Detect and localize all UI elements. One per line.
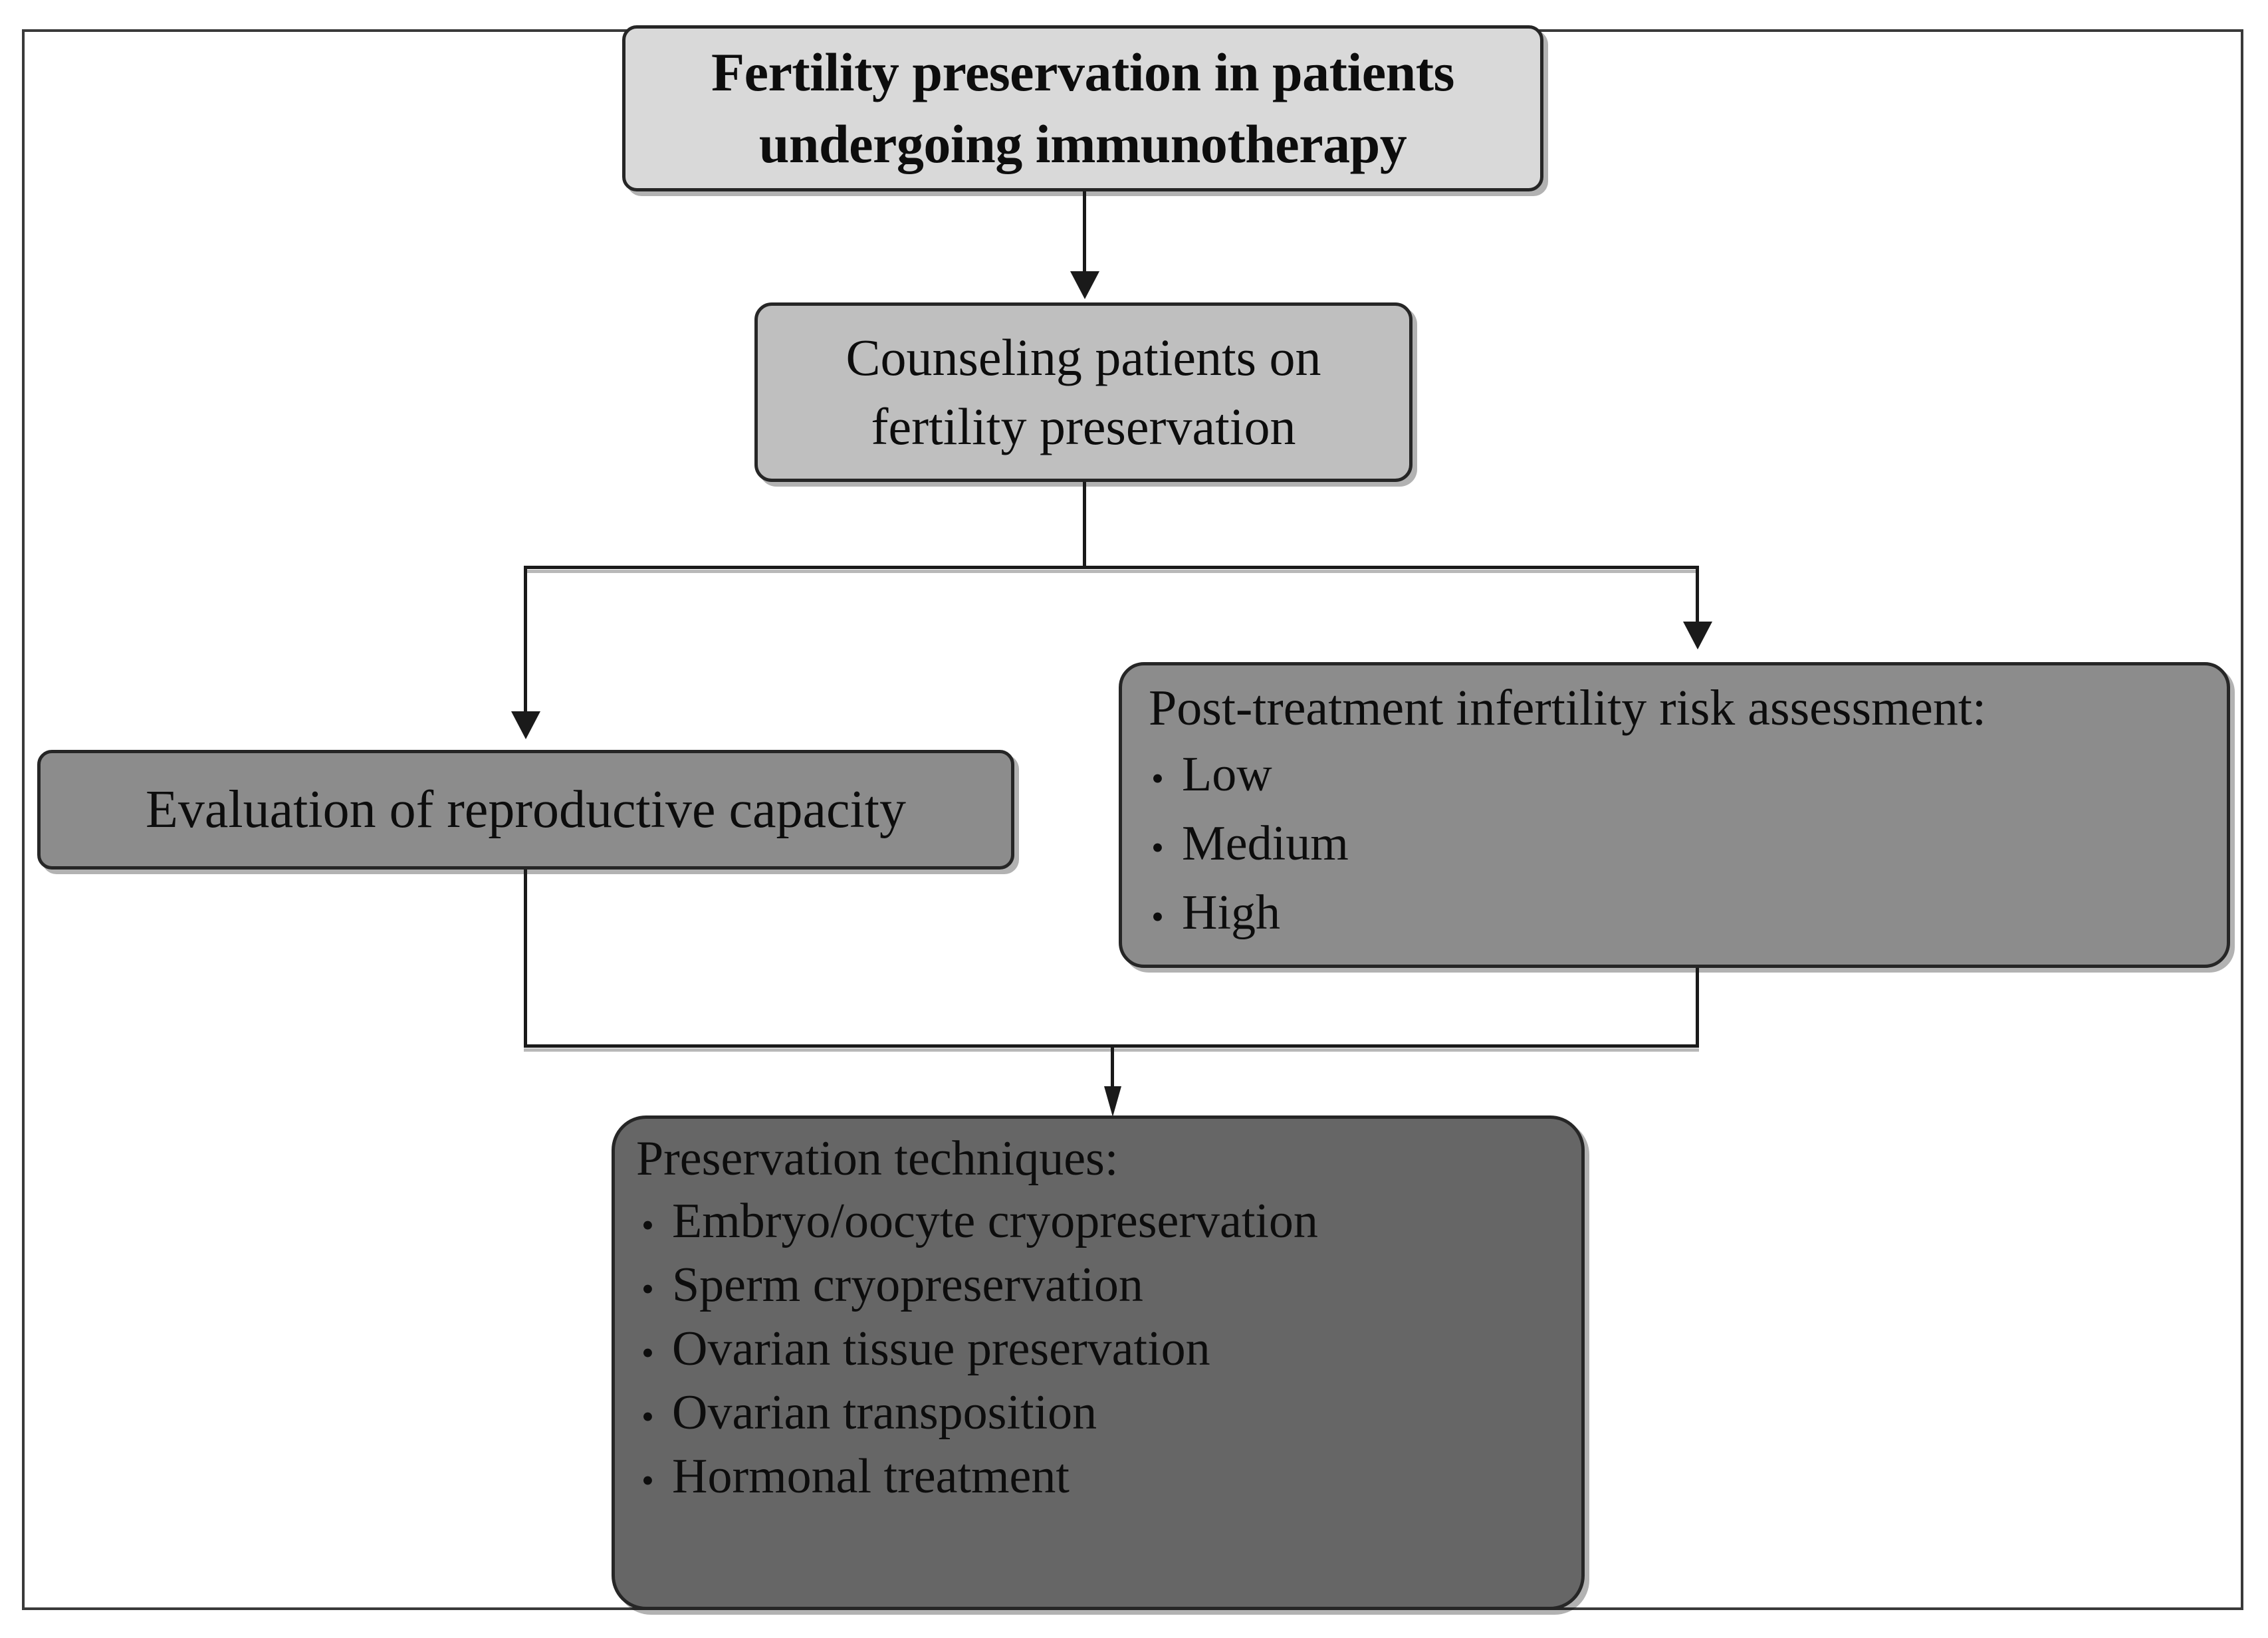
node-risk-bullet-list: • Low • Medium • High [1142, 740, 2207, 947]
connector-counseling-stem [1083, 482, 1086, 567]
node-risk-item-label: High [1182, 885, 1280, 940]
node-preservation-heading: Preservation techniques: [636, 1131, 1119, 1186]
connector-split-right-drop [1696, 566, 1699, 626]
node-risk-item-label: Low [1182, 747, 1272, 802]
connector-title-to-counseling [1083, 191, 1086, 278]
node-post-treatment-infertility-risk-assessment: Post-treatment infertility risk assessme… [1119, 662, 2230, 968]
node-evaluation-of-reproductive-capacity: Evaluation of reproductive capacity [37, 750, 1014, 870]
node-preservation-bullet-list: • Embryo/oocyte cryopreservation • Sperm… [632, 1189, 1564, 1508]
list-item: • Ovarian transposition [632, 1381, 1564, 1445]
list-item: • Ovarian tissue preservation [632, 1317, 1564, 1381]
node-preservation-item-label: Sperm cryopreservation [672, 1258, 1143, 1312]
node-title-line-2: undergoing immunotherapy [758, 114, 1407, 174]
node-title-line-1: Fertility preservation in patients [711, 42, 1454, 102]
node-counseling-line-2: fertility preservation [871, 398, 1296, 455]
list-item: • Hormonal treatment [632, 1445, 1564, 1508]
list-item: • High [1142, 878, 2207, 947]
connector-split-left-drop [524, 566, 527, 713]
bullet-dot-icon: • [1151, 897, 1164, 937]
node-preservation-item-label: Embryo/oocyte cryopreservation [672, 1194, 1318, 1248]
bullet-dot-icon: • [641, 1461, 654, 1500]
list-item: • Embryo/oocyte cryopreservation [632, 1189, 1564, 1253]
node-title-fertility-preservation: Fertility preservation in patients under… [622, 25, 1543, 191]
node-counseling-on-fertility-preservation: Counseling patients on fertility preserv… [754, 302, 1413, 482]
connector-merge-to-preservation [1111, 1044, 1114, 1092]
bullet-dot-icon: • [641, 1397, 654, 1437]
node-counseling-line-1: Counseling patients on [846, 328, 1321, 386]
bullet-dot-icon: • [641, 1205, 654, 1245]
arrowhead-to-evaluation [511, 711, 540, 739]
connector-risk-to-merge [1696, 968, 1699, 1048]
node-preservation-item-label: Ovarian transposition [672, 1385, 1097, 1440]
bullet-dot-icon: • [1151, 759, 1164, 798]
arrowhead-to-risk-assessment [1683, 622, 1712, 649]
node-risk-heading: Post-treatment infertility risk assessme… [1149, 680, 1987, 736]
node-evaluation-line-1: Evaluation of reproductive capacity [146, 780, 906, 839]
list-item: • Medium [1142, 809, 2207, 878]
list-item: • Sperm cryopreservation [632, 1253, 1564, 1317]
bullet-dot-icon: • [1151, 828, 1164, 868]
node-risk-item-label: Medium [1182, 816, 1349, 871]
node-preservation-item-label: Ovarian tissue preservation [672, 1322, 1210, 1376]
connector-evaluation-to-merge [524, 870, 527, 1048]
connector-split-bar [524, 566, 1699, 569]
bullet-dot-icon: • [641, 1333, 654, 1373]
bullet-dot-icon: • [641, 1269, 654, 1309]
node-preservation-item-label: Hormonal treatment [672, 1449, 1070, 1504]
arrowhead-to-counseling [1070, 271, 1099, 299]
list-item: • Low [1142, 740, 2207, 809]
node-preservation-techniques: Preservation techniques: • Embryo/oocyte… [612, 1115, 1585, 1610]
arrowhead-to-preservation [1104, 1086, 1121, 1117]
